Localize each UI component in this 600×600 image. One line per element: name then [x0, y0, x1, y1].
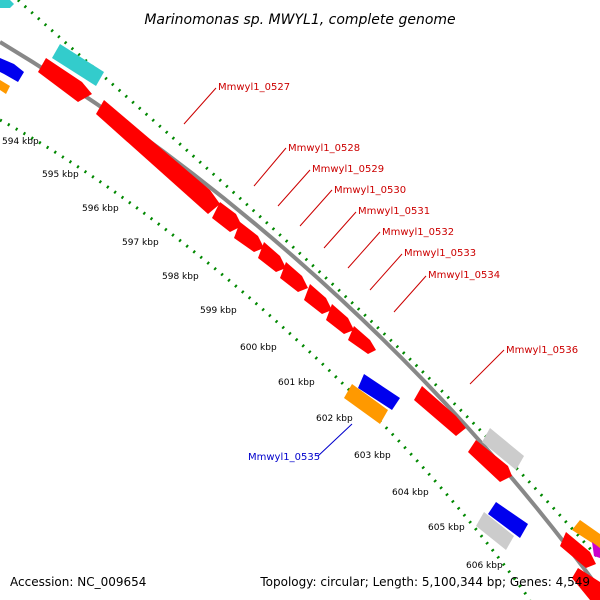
- gene-label-mmwyl1-0531[interactable]: Mmwyl1_0531: [358, 206, 430, 217]
- gene-red-small-top[interactable]: [38, 58, 92, 102]
- gene-label-mmwyl1-0534[interactable]: Mmwyl1_0534: [428, 270, 500, 281]
- leader-0527: [183, 87, 217, 125]
- gene-label-mmwyl1-0530[interactable]: Mmwyl1_0530: [334, 185, 406, 196]
- gene-orange-bottom-right[interactable]: [572, 520, 600, 548]
- gene-orange-near-0535[interactable]: [344, 384, 388, 424]
- tick-label-596: 596 kbp: [82, 204, 119, 214]
- leader-0536: [469, 349, 505, 385]
- gene-red-bottom-edge[interactable]: [572, 568, 600, 600]
- gene-label-mmwyl1-0532[interactable]: Mmwyl1_0532: [382, 227, 454, 238]
- tick-label-606: 606 kbp: [466, 561, 503, 571]
- gene-label-mmwyl1-0533[interactable]: Mmwyl1_0533: [404, 248, 476, 259]
- gene-cyan-top-left[interactable]: [0, 0, 14, 8]
- gene-mmwyl1-0533[interactable]: [326, 304, 354, 334]
- tick-label-597: 597 kbp: [122, 238, 159, 248]
- gene-blue-near-605[interactable]: [488, 502, 528, 538]
- gene-mmwyl1-0528[interactable]: [212, 202, 242, 232]
- tick-label-601: 601 kbp: [278, 378, 315, 388]
- gene-label-mmwyl1-0536[interactable]: Mmwyl1_0536: [506, 345, 578, 356]
- tick-label-598: 598 kbp: [162, 272, 199, 282]
- gene-label-mmwyl1-0528[interactable]: Mmwyl1_0528: [288, 143, 360, 154]
- leader-0530: [299, 189, 333, 227]
- tick-label-599: 599 kbp: [200, 306, 237, 316]
- gene-mmwyl1-0536[interactable]: [414, 386, 466, 436]
- map-title: Marinomonas sp. MWYL1, complete genome: [144, 12, 455, 28]
- accession-text: Accession: NC_009654: [10, 575, 146, 589]
- gene-cyan-feature[interactable]: [52, 44, 104, 86]
- tick-label-605: 605 kbp: [428, 523, 465, 533]
- gene-mmwyl1-0535-blue[interactable]: [358, 374, 400, 410]
- gene-mmwyl1-0527[interactable]: [96, 100, 220, 214]
- gene-labels: Mmwyl1_0527 Mmwyl1_0528 Mmwyl1_0529 Mmwy…: [218, 82, 578, 463]
- gene-grey-feature-1[interactable]: [482, 428, 524, 470]
- gene-orange-left-edge[interactable]: [0, 80, 10, 94]
- gene-mmwyl1-0529[interactable]: [234, 222, 264, 252]
- gene-label-mmwyl1-0527[interactable]: Mmwyl1_0527: [218, 82, 290, 93]
- topology-text: Topology: circular; Length: 5,100,344 bp…: [259, 575, 590, 589]
- tick-label-604: 604 kbp: [392, 488, 429, 498]
- leader-0528: [253, 147, 287, 187]
- tick-label-602: 602 kbp: [316, 414, 353, 424]
- gene-mmwyl1-0534[interactable]: [348, 326, 376, 354]
- genome-backbone: [0, 40, 600, 592]
- gene-label-mmwyl1-0535[interactable]: Mmwyl1_0535: [248, 452, 320, 463]
- gene-mmwyl1-0530[interactable]: [258, 242, 286, 272]
- leader-0532: [347, 231, 381, 269]
- gene-label-mmwyl1-0529[interactable]: Mmwyl1_0529: [312, 164, 384, 175]
- tick-label-594: 594 kbp: [2, 137, 39, 147]
- gene-red-bottom-right[interactable]: [560, 532, 596, 568]
- gene-mmwyl1-0532[interactable]: [304, 284, 332, 314]
- label-leaders: [183, 87, 505, 457]
- leader-0531: [323, 211, 357, 249]
- gene-blue-left-edge[interactable]: [0, 58, 24, 82]
- gene-magenta-bottom-right[interactable]: [592, 542, 600, 558]
- leader-0535: [317, 423, 353, 457]
- tick-label-600: 600 kbp: [240, 343, 277, 353]
- tick-labels: 594 kbp 595 kbp 596 kbp 597 kbp 598 kbp …: [2, 137, 503, 571]
- gene-mmwyl1-0531[interactable]: [280, 262, 308, 292]
- tick-label-595: 595 kbp: [42, 170, 79, 180]
- leader-0529: [277, 169, 311, 207]
- gene-grey-feature-2[interactable]: [476, 512, 514, 550]
- leader-0533: [369, 253, 403, 291]
- leader-0534: [393, 275, 427, 313]
- tick-label-603: 603 kbp: [354, 451, 391, 461]
- gene-red-near-604[interactable]: [468, 440, 512, 482]
